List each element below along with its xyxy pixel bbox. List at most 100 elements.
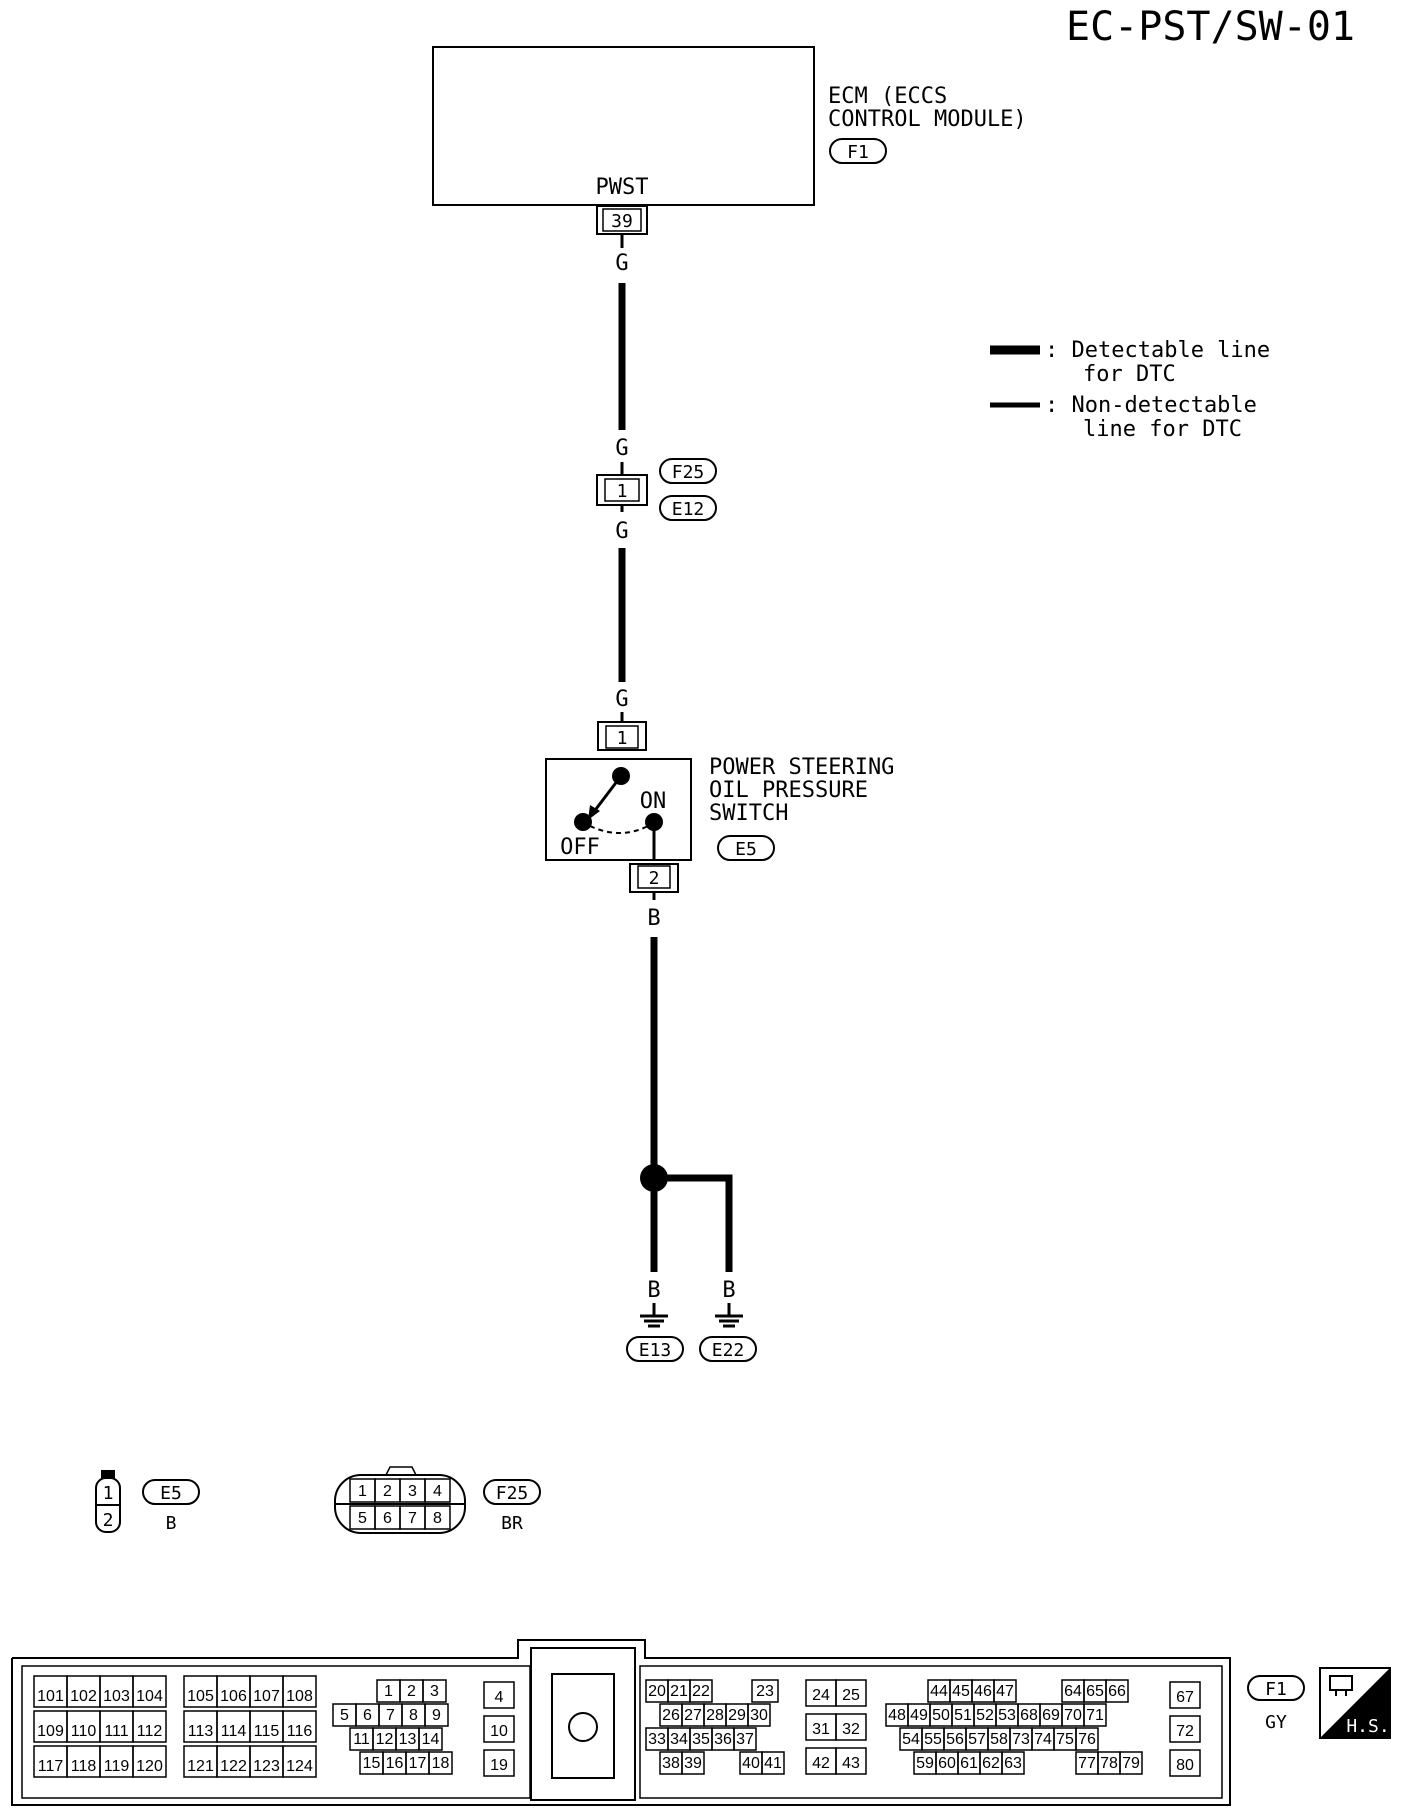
ecm-pin-47: 47	[996, 1683, 1014, 1700]
ecm-pin-30: 30	[750, 1707, 768, 1724]
wire-color-ground-left: B	[647, 1278, 660, 1303]
switch-connector-code: E5	[735, 839, 757, 860]
ecm-pin-80-cell	[1169, 1749, 1201, 1777]
switch-pin-bottom: 2	[649, 868, 660, 889]
ecm-pin-58: 58	[990, 1731, 1008, 1748]
ecm-pin-3: 3	[430, 1683, 439, 1700]
ecm-pin-25: 25	[842, 1687, 860, 1704]
ecm-pin-7: 7	[386, 1707, 395, 1724]
ecm-pin-33: 33	[648, 1731, 666, 1748]
ecm-pin-36: 36	[714, 1731, 732, 1748]
ecm-pin-38: 38	[662, 1755, 680, 1772]
ecm-pin-123: 123	[253, 1758, 280, 1775]
ecm-pin-9-cell	[424, 1703, 449, 1727]
ecm-pin-39: 39	[684, 1755, 702, 1772]
ecm-pin-79: 79	[1122, 1755, 1140, 1772]
joint-code-lower: E12	[672, 499, 705, 520]
wire-color-to-switch: G	[615, 687, 628, 712]
ecm-pin-67: 67	[1176, 1689, 1194, 1706]
ecm-pin-111: 111	[104, 1723, 128, 1740]
switch-name-line3: SWITCH	[709, 801, 788, 826]
ecm-pin-29: 29	[728, 1707, 746, 1724]
ecm-pin-71-cell	[1083, 1703, 1107, 1727]
ecm-pin-72: 72	[1176, 1723, 1194, 1740]
e5-color: B	[166, 1513, 177, 1534]
ecm-pin-112: 112	[137, 1723, 163, 1740]
ecm-pin-109: 109	[37, 1723, 64, 1740]
ecm-pin-68: 68	[1020, 1707, 1038, 1724]
f25-pin-8-cell	[424, 1505, 451, 1530]
ecm-pin-110: 110	[71, 1723, 97, 1740]
ecm-pin-28: 28	[706, 1707, 724, 1724]
ecm-pin-124: 124	[286, 1758, 313, 1775]
ecm-pin-50: 50	[932, 1707, 950, 1724]
ecm-pin-14-cell	[418, 1727, 443, 1751]
ecm-pin-35: 35	[692, 1731, 710, 1748]
ecm-pin-21: 21	[670, 1683, 688, 1700]
wire-color-joint-upper: G	[615, 436, 628, 461]
ecm-pin-1: 1	[384, 1683, 393, 1700]
ecm-pin-42: 42	[812, 1755, 830, 1772]
f25-pin-3: 3	[408, 1483, 417, 1500]
ecm-pin-46: 46	[974, 1683, 992, 1700]
ecm-pin-76: 76	[1078, 1731, 1096, 1748]
ecm-pin-39-cell	[681, 1751, 705, 1775]
f25-code: F25	[496, 1483, 529, 1504]
ecm-pin-45: 45	[952, 1683, 970, 1700]
f25-color: BR	[501, 1513, 523, 1534]
ecm-pin-47-cell	[993, 1679, 1017, 1703]
f25-pin-4-cell	[424, 1478, 451, 1503]
ecm-pin-63-cell	[1001, 1751, 1025, 1775]
ecm-pin-34: 34	[670, 1731, 688, 1748]
legend-detectable-line1: : Detectable line	[1045, 338, 1270, 363]
ground-code-right: E22	[712, 1340, 745, 1361]
ecm-pin-32: 32	[842, 1721, 860, 1738]
ecm-pin-116-cell	[282, 1710, 317, 1743]
ecm-pin-51: 51	[954, 1707, 972, 1724]
f25-pin-2: 2	[383, 1483, 392, 1500]
ecm-pin-43: 43	[842, 1755, 860, 1772]
switch-name-line2: OIL PRESSURE	[709, 778, 868, 803]
legend-non-detectable-line1: : Non-detectable	[1045, 393, 1257, 418]
wire-color-joint-lower: G	[615, 519, 628, 544]
ecm-pin-9: 9	[432, 1707, 441, 1724]
ecm-pin-122: 122	[220, 1758, 247, 1775]
ecm-pin-65: 65	[1086, 1683, 1104, 1700]
ecm-pin-62: 62	[982, 1755, 1000, 1772]
ecm-pin-119: 119	[104, 1758, 130, 1775]
ecm-pin-75: 75	[1056, 1731, 1074, 1748]
switch-name-line1: POWER STEERING	[709, 755, 894, 780]
ecm-pin-48: 48	[888, 1707, 906, 1724]
ecm-pin-69: 69	[1042, 1707, 1060, 1724]
wire-color-ecm: G	[615, 251, 628, 276]
ecm-pin-103: 103	[103, 1688, 130, 1705]
ecm-pin-41: 41	[764, 1755, 782, 1772]
joint-code-upper: F25	[672, 462, 705, 483]
f25-pin-6: 6	[383, 1510, 392, 1527]
ecm-pin-37-cell	[733, 1727, 757, 1751]
ecm-pin-12: 12	[376, 1731, 394, 1748]
switch-pin-top: 1	[617, 728, 628, 749]
ecm-pin-79-cell	[1119, 1751, 1143, 1775]
ecm-pin-74: 74	[1034, 1731, 1052, 1748]
ecm-pin-25-cell	[835, 1679, 867, 1707]
f25-pin-8: 8	[433, 1510, 442, 1527]
ecm-pin-3-cell	[422, 1679, 447, 1703]
ecm-pin-32-cell	[835, 1713, 867, 1741]
ecm-pin-116: 116	[287, 1723, 313, 1740]
ecm-pin-64: 64	[1064, 1683, 1082, 1700]
ecm-pin-22: 22	[692, 1683, 710, 1700]
ecm-pin-71: 71	[1086, 1707, 1104, 1724]
ecm-name-line2: CONTROL MODULE)	[828, 107, 1027, 132]
ecm-pin-10: 10	[490, 1723, 508, 1740]
ecm-pin-101: 101	[37, 1688, 64, 1705]
ecm-pin-54: 54	[902, 1731, 920, 1748]
e5-pin-2: 2	[103, 1510, 114, 1531]
ecm-pin-56: 56	[946, 1731, 964, 1748]
harness-side-label: H.S.	[1346, 1716, 1389, 1737]
connector-face-e5: 1 2 E5 B	[95, 1470, 200, 1534]
ecm-pin-24: 24	[812, 1687, 830, 1704]
ecm-pin-13: 13	[399, 1731, 417, 1748]
ecm-pin-4-cell	[483, 1681, 515, 1709]
